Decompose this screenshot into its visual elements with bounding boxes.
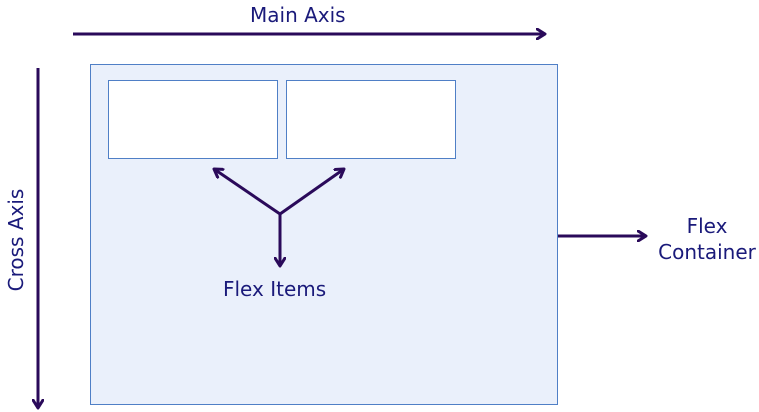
flex-container-label-line1: Flex [686, 214, 728, 238]
flex-container-label: Flex Container [658, 213, 756, 265]
flex-container-label-line2: Container [658, 240, 756, 264]
flex-items-label: Flex Items [223, 277, 327, 301]
flex-items-arrow-left [214, 169, 281, 216]
main-axis-label: Main Axis [250, 3, 346, 27]
flex-items-arrow-right [279, 169, 344, 216]
flex-item-1 [108, 80, 278, 159]
flex-item-2 [286, 80, 456, 159]
cross-axis-label: Cross Axis [4, 188, 28, 292]
